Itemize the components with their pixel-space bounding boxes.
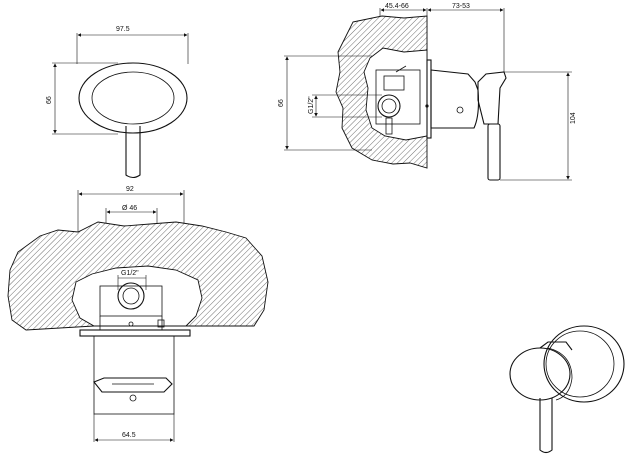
cover-plate-top — [79, 329, 191, 337]
dim-projection: 73-53 — [452, 3, 470, 10]
cover-plate-side — [426, 59, 432, 139]
lever-side — [487, 123, 501, 181]
center-dot — [425, 104, 429, 108]
valve-tab-top — [157, 319, 165, 328]
front-view: 97.5 66 — [46, 26, 189, 179]
handle-cap-side — [477, 71, 507, 125]
wall-cavity-top — [71, 265, 203, 327]
dim-front-width: 97.5 — [116, 26, 130, 33]
perspective-view — [509, 325, 625, 454]
valve-body-side — [375, 69, 421, 125]
valve-cap-side — [383, 75, 405, 91]
dim-front-height: 66 — [46, 96, 53, 104]
dim-body-width: 64.5 — [122, 432, 136, 439]
cover-plate-inner — [91, 71, 175, 125]
inlet-fitting-top-inner — [122, 287, 140, 305]
valve-screw-top — [128, 321, 134, 327]
dim-top-diameter: Ø 46 — [122, 205, 137, 212]
set-screw-side — [456, 106, 464, 114]
handle-screw-top — [129, 394, 137, 402]
valve-top-edge — [395, 65, 407, 73]
perspective-plate-outer — [543, 325, 625, 403]
inlet-fitting-inner — [381, 98, 397, 114]
perspective-lever — [539, 398, 553, 454]
perspective-plate-inner — [545, 330, 615, 398]
perspective-handle-face — [509, 347, 571, 401]
side-view: 45.4-66 73-53 66 G1/2" 1 — [278, 3, 577, 181]
perspective-handle-top — [539, 341, 573, 351]
inlet-fitting-outer — [377, 94, 401, 118]
dim-side-height: 66 — [278, 99, 285, 107]
handle-cap-top — [93, 377, 173, 393]
handle-body-top — [93, 335, 175, 415]
valve-stem-side — [385, 117, 393, 135]
dim-top-thread: G1/2" — [121, 270, 139, 277]
wall-cavity-side — [363, 47, 428, 141]
dim-total-height: 104 — [570, 112, 577, 124]
valve-body-top — [99, 285, 163, 317]
dim-recess-depth: 45.4-66 — [385, 3, 409, 10]
cover-plate-outer — [78, 62, 188, 134]
perspective-handle-side — [547, 347, 573, 401]
lever-handle — [125, 126, 141, 179]
dim-side-thread: G1/2" — [308, 96, 315, 114]
inlet-fitting-top-outer — [117, 282, 145, 310]
handle-body-side — [430, 69, 480, 129]
top-view: 92 Ø 46 G1/2" 64.5 — [7, 186, 269, 442]
dim-top-width: 92 — [126, 186, 134, 193]
